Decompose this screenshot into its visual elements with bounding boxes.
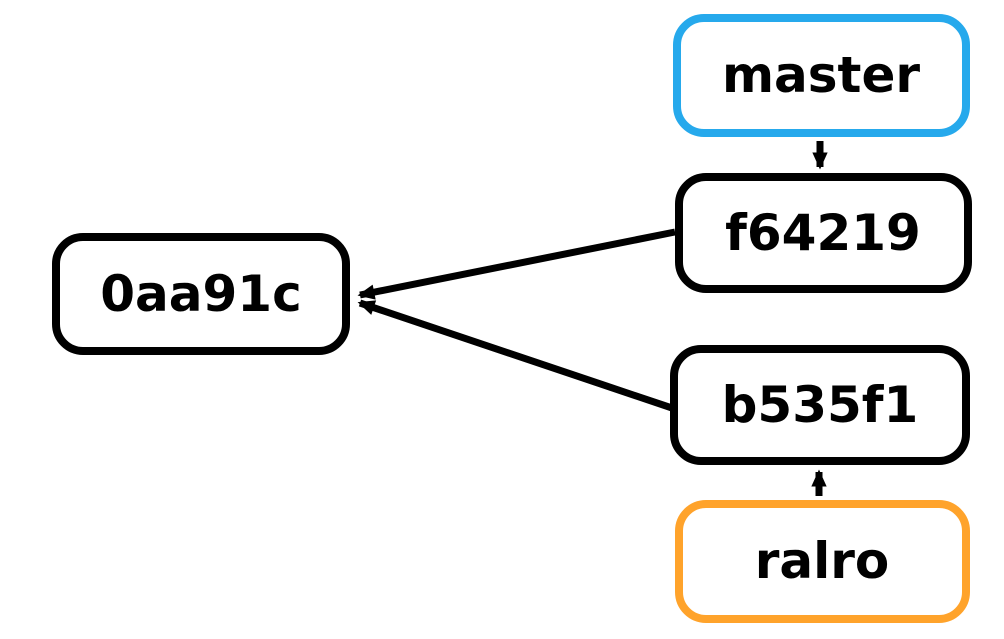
node-f64219-box	[675, 173, 972, 293]
node-master: master	[673, 14, 970, 137]
node-ralro-label: ralro	[755, 532, 890, 590]
node-0aa91c-label: 0aa91c	[100, 265, 302, 323]
edge-b535f1-to-0aa91c	[357, 299, 674, 412]
node-0aa91c: 0aa91c	[52, 233, 350, 355]
node-f64219-label: f64219	[725, 204, 921, 262]
node-b535f1-label: b535f1	[722, 376, 919, 434]
node-master-label: master	[722, 46, 920, 104]
edge-f64219-to-0aa91c	[357, 228, 676, 300]
node-f64219: f64219	[675, 173, 972, 293]
node-0aa91c-box	[52, 233, 350, 355]
node-b535f1-box	[670, 345, 970, 465]
node-ralro: ralro	[675, 500, 970, 623]
node-b535f1: b535f1	[670, 345, 970, 465]
node-master-box	[673, 14, 970, 137]
node-ralro-box	[675, 500, 970, 623]
